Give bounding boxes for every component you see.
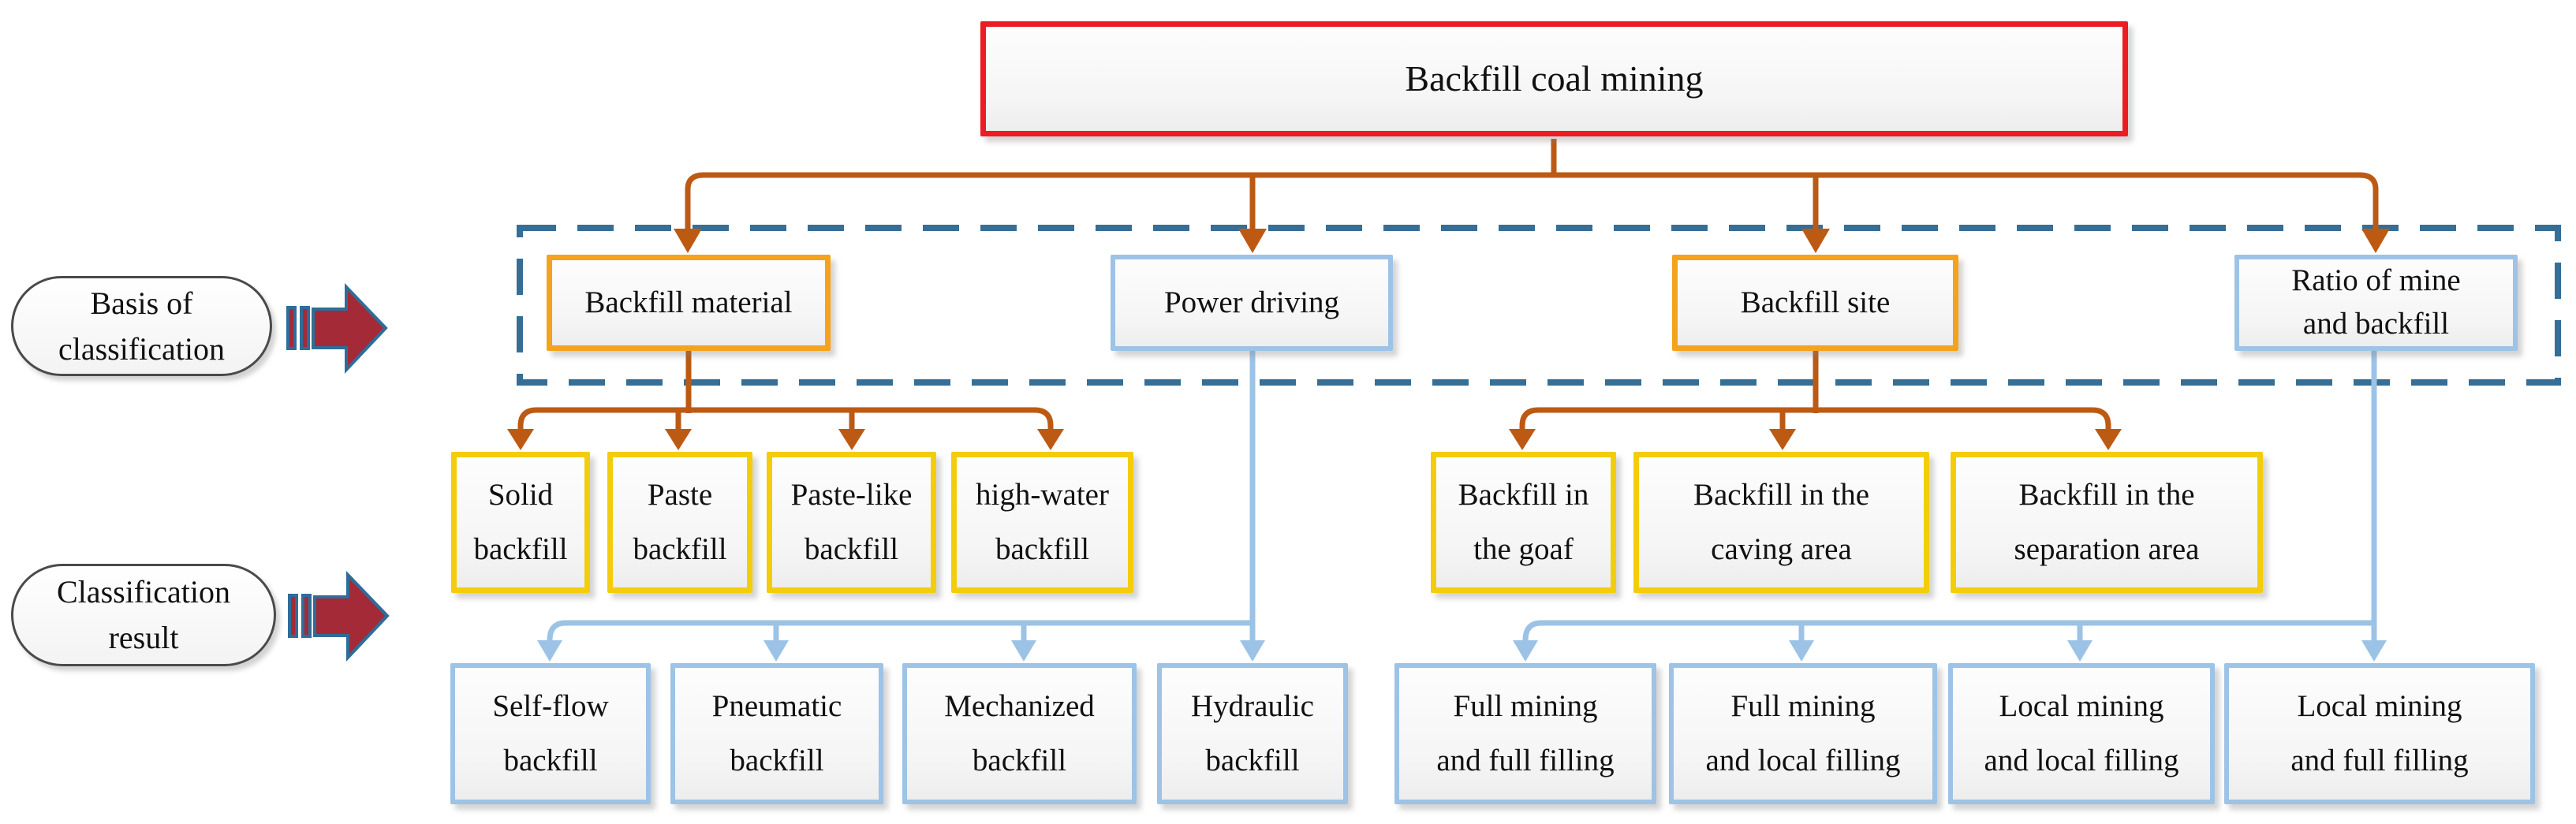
site-branch-lines bbox=[1519, 351, 2111, 434]
node-local-mining-and-local-filling: Local mining and local filling bbox=[1948, 663, 2215, 804]
legend-arrow-icon bbox=[286, 283, 388, 375]
power-branch-arrowheads bbox=[537, 640, 1265, 662]
root-branch-lines bbox=[685, 139, 2379, 233]
node-power-driving: Power driving bbox=[1111, 255, 1393, 351]
node-hydraulic-backfill: Hydraulic backfill bbox=[1157, 663, 1348, 804]
node-solid-backfill: Solid backfill bbox=[451, 452, 590, 593]
node-mechanized-backfill: Mechanized backfill bbox=[902, 663, 1137, 804]
node-paste-like-backfill: Paste-like backfill bbox=[767, 452, 936, 593]
node-backfill-in-the-separation-area: Backfill in the separation area bbox=[1951, 452, 2263, 593]
material-branch-lines bbox=[517, 351, 1054, 434]
node-ratio-of-mine-and-backfill: Ratio of mine and backfill bbox=[2234, 255, 2518, 351]
node-full-mining-and-local-filling: Full mining and local filling bbox=[1669, 663, 1937, 804]
node-self-flow-backfill: Self-flow backfill bbox=[450, 663, 651, 804]
node-backfill-in-the-caving-area: Backfill in the caving area bbox=[1633, 452, 1929, 593]
root-branch-arrowheads bbox=[674, 229, 2390, 253]
material-branch-arrowheads bbox=[507, 429, 1064, 450]
ratio-branch-arrowheads bbox=[1513, 640, 2387, 662]
node-backfill-coal-mining: Backfill coal mining bbox=[980, 21, 2128, 136]
site-branch-arrowheads bbox=[1509, 429, 2122, 450]
node-high-water-backfill: high-water backfill bbox=[951, 452, 1133, 593]
node-paste-backfill: Paste backfill bbox=[607, 452, 752, 593]
legend-arrow-icon bbox=[288, 571, 390, 662]
legend-basis-of-classification: Basis of classification bbox=[11, 276, 272, 376]
node-full-mining-and-full-filling: Full mining and full filling bbox=[1394, 663, 1656, 804]
legend-classification-result: Classification result bbox=[11, 564, 276, 666]
node-backfill-in-the-goaf: Backfill in the goaf bbox=[1431, 452, 1616, 593]
node-local-mining-and-full-filling: Local mining and full filling bbox=[2224, 663, 2535, 804]
node-pneumatic-backfill: Pneumatic backfill bbox=[670, 663, 883, 804]
node-backfill-site: Backfill site bbox=[1672, 255, 1958, 351]
node-backfill-material: Backfill material bbox=[547, 255, 831, 351]
